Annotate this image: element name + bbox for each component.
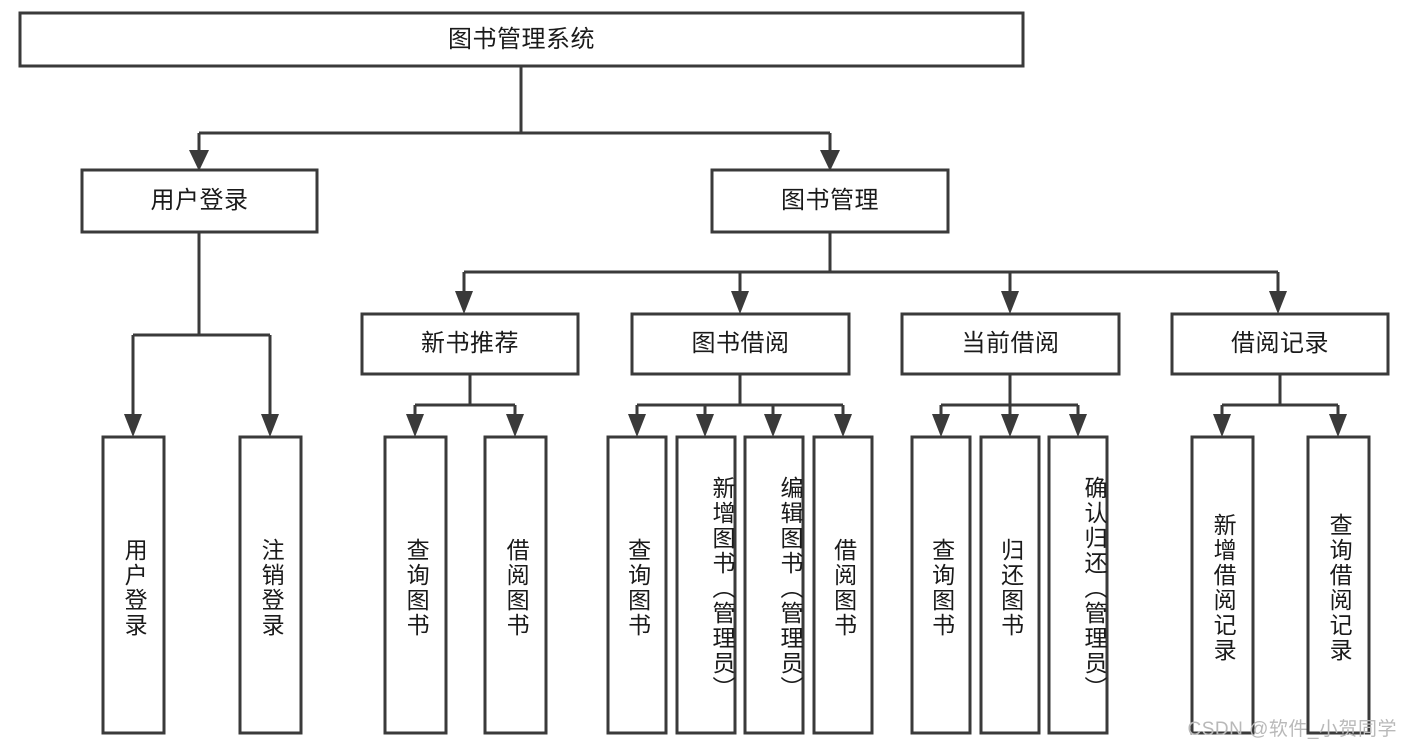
- arrow-to-leaf-query-record: [1329, 414, 1347, 437]
- node-box-user-login[interactable]: [80, 168, 319, 234]
- arrow-to-leaf-query-book-1: [406, 414, 424, 437]
- node-box-book-manage[interactable]: [710, 168, 950, 234]
- edge-group: [124, 66, 1347, 437]
- arrow-to-book-manage: [820, 150, 840, 171]
- arrow-to-book-borrow: [731, 291, 749, 314]
- arrow-to-new-book-rec: [455, 291, 473, 314]
- arrow-to-leaf-borrow-book-1: [506, 414, 524, 437]
- node-box-current-borrow[interactable]: [900, 312, 1121, 376]
- arrow-to-leaf-query-book-2: [628, 414, 646, 437]
- arrow-to-borrow-record: [1269, 291, 1287, 314]
- node-box-book-borrow[interactable]: [630, 312, 851, 376]
- node-box-leaf-confirm-return[interactable]: [1047, 435, 1109, 735]
- node-box-leaf-query-record[interactable]: [1306, 435, 1371, 735]
- csdn-watermark: CSDN @软件_小贺同学: [1187, 719, 1397, 740]
- node-box-leaf-query-book-3[interactable]: [910, 435, 972, 735]
- arrow-to-leaf-logout-login: [261, 414, 279, 437]
- node-box-leaf-query-book-1[interactable]: [383, 435, 448, 735]
- arrow-to-current-borrow: [1001, 291, 1019, 314]
- arrow-to-leaf-borrow-book-2: [834, 414, 852, 437]
- node-box-borrow-record[interactable]: [1170, 312, 1390, 376]
- node-box-leaf-borrow-book-2[interactable]: [812, 435, 874, 735]
- node-box-leaf-borrow-book-1[interactable]: [483, 435, 548, 735]
- arrow-to-leaf-confirm-return: [1069, 414, 1087, 437]
- arrow-to-leaf-add-record: [1213, 414, 1231, 437]
- node-box-leaf-add-record[interactable]: [1190, 435, 1255, 735]
- node-box-leaf-user-login[interactable]: [101, 435, 166, 735]
- arrow-to-leaf-add-book: [696, 414, 714, 437]
- node-box-group: [18, 11, 1390, 735]
- node-box-leaf-add-book[interactable]: [675, 435, 737, 735]
- node-box-leaf-query-book-2[interactable]: [606, 435, 668, 735]
- node-box-leaf-return-book[interactable]: [979, 435, 1041, 735]
- node-box-root[interactable]: [18, 11, 1025, 68]
- arrow-to-user-login: [189, 150, 209, 171]
- arrow-to-leaf-return-book: [1001, 414, 1019, 437]
- node-box-leaf-logout-login[interactable]: [238, 435, 303, 735]
- arrow-to-leaf-user-login: [124, 414, 142, 437]
- node-box-new-book-rec[interactable]: [360, 312, 580, 376]
- arrow-to-leaf-query-book-3: [932, 414, 950, 437]
- arrow-to-leaf-edit-book: [764, 414, 782, 437]
- node-box-leaf-edit-book[interactable]: [743, 435, 805, 735]
